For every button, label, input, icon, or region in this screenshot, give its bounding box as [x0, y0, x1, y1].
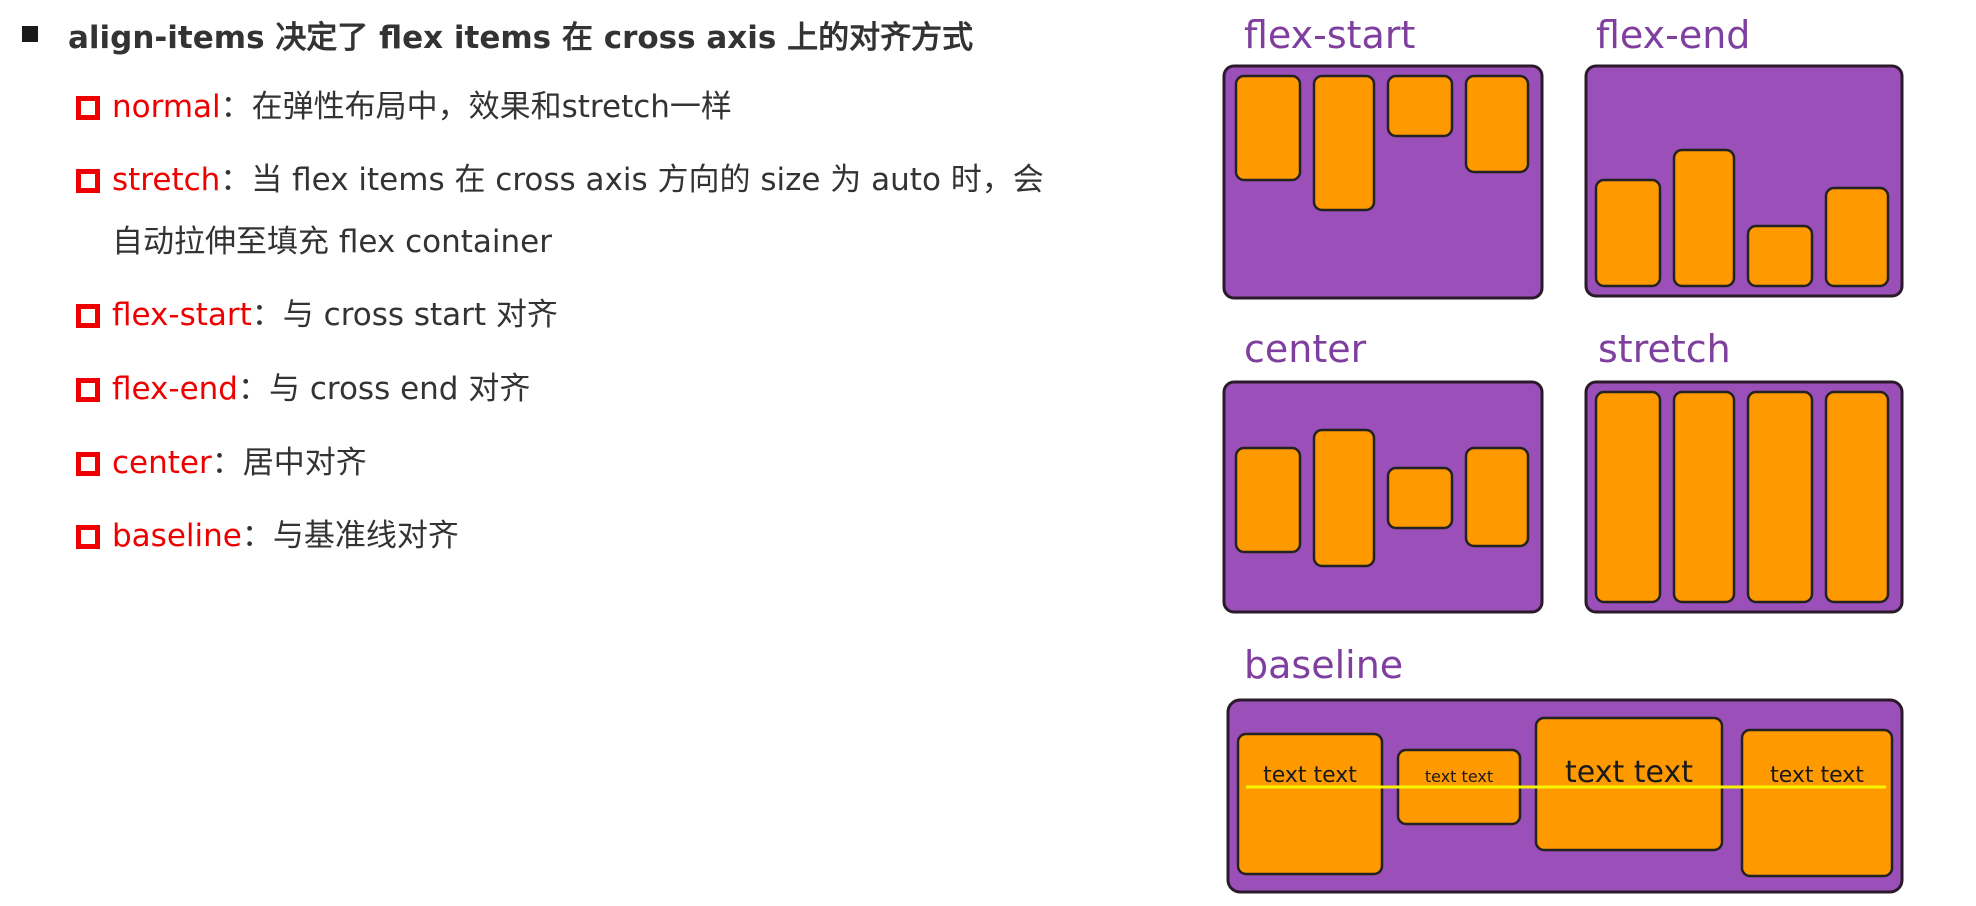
label-stretch: stretch — [1598, 327, 1731, 371]
flex-container — [1584, 64, 1904, 298]
list-item-center: center：居中对齐 — [76, 432, 367, 494]
item-key: flex-end — [112, 371, 238, 407]
item-key: normal — [112, 89, 221, 125]
flex-item — [1464, 74, 1530, 174]
item-desc: ：居中对齐 — [211, 445, 367, 481]
item-key: baseline — [112, 518, 242, 554]
panel-baseline: text text text text text text text text — [1226, 698, 1904, 894]
flex-item — [1824, 186, 1890, 288]
square-bullet-icon — [22, 26, 38, 42]
flex-item — [1740, 728, 1894, 878]
panel-flex-start — [1222, 64, 1544, 300]
flex-item — [1594, 178, 1662, 288]
align-items-illustration: flex-start flex-end center stretch — [1222, 13, 1904, 894]
flex-item — [1312, 74, 1376, 212]
red-checkbox-bullet-icon — [76, 378, 100, 402]
flex-item — [1386, 466, 1454, 530]
label-flex-end: flex-end — [1596, 13, 1750, 57]
red-checkbox-bullet-icon — [76, 169, 100, 193]
flex-item — [1234, 74, 1302, 182]
section-heading: align-items 决定了 flex items 在 cross axis … — [22, 8, 973, 60]
item-desc-continued: 自动拉伸至填充 flex container — [112, 224, 552, 260]
flex-container — [1222, 64, 1544, 300]
baseline-item-text: text text — [1770, 763, 1864, 788]
panel-flex-end — [1584, 64, 1904, 298]
item-desc: ：与基准线对齐 — [241, 518, 459, 554]
flex-item — [1234, 446, 1302, 554]
item-key: center — [112, 445, 212, 481]
item-key: flex-start — [112, 297, 252, 333]
item-key: stretch — [112, 162, 221, 198]
label-baseline: baseline — [1244, 643, 1403, 687]
flex-item — [1464, 446, 1530, 548]
item-desc: ：与 cross end 对齐 — [237, 371, 531, 407]
flex-item — [1824, 390, 1890, 604]
flex-item — [1746, 390, 1814, 604]
flex-item — [1672, 390, 1736, 604]
flex-item — [1534, 716, 1724, 852]
flex-container — [1584, 380, 1904, 614]
list-item-flex-end: flex-end：与 cross end 对齐 — [76, 358, 530, 420]
baseline-item-text: text text — [1425, 767, 1493, 786]
flex-item — [1312, 428, 1376, 568]
list-item-stretch: stretch：当 flex items 在 cross axis 方向的 si… — [76, 149, 1044, 273]
list-item-normal: normal：在弹性布局中，效果和stretch一样 — [76, 76, 732, 138]
flex-item — [1236, 732, 1384, 876]
panel-stretch — [1584, 380, 1904, 614]
list-item-baseline: baseline：与基准线对齐 — [76, 505, 459, 567]
flex-item — [1386, 74, 1454, 138]
label-flex-start: flex-start — [1244, 13, 1415, 57]
baseline-item-text: text text — [1565, 755, 1693, 790]
flex-container — [1222, 380, 1544, 614]
baseline-item-text: text text — [1263, 763, 1357, 788]
flex-item — [1746, 224, 1814, 288]
list-item-flex-start: flex-start：与 cross start 对齐 — [76, 284, 558, 346]
panel-center — [1222, 380, 1544, 614]
red-checkbox-bullet-icon — [76, 525, 100, 549]
align-items-diagram: flex-start flex-end center stretch — [1200, 0, 1976, 906]
flex-item — [1672, 148, 1736, 288]
red-checkbox-bullet-icon — [76, 452, 100, 476]
label-center: center — [1244, 327, 1367, 371]
item-desc: ：当 flex items 在 cross axis 方向的 size 为 au… — [220, 162, 1044, 198]
item-desc: ：在弹性布局中，效果和stretch一样 — [220, 89, 732, 125]
red-checkbox-bullet-icon — [76, 96, 100, 120]
red-checkbox-bullet-icon — [76, 304, 100, 328]
flex-item — [1594, 390, 1662, 604]
heading-text: align-items 决定了 flex items 在 cross axis … — [68, 19, 974, 56]
item-desc: ：与 cross start 对齐 — [251, 297, 558, 333]
